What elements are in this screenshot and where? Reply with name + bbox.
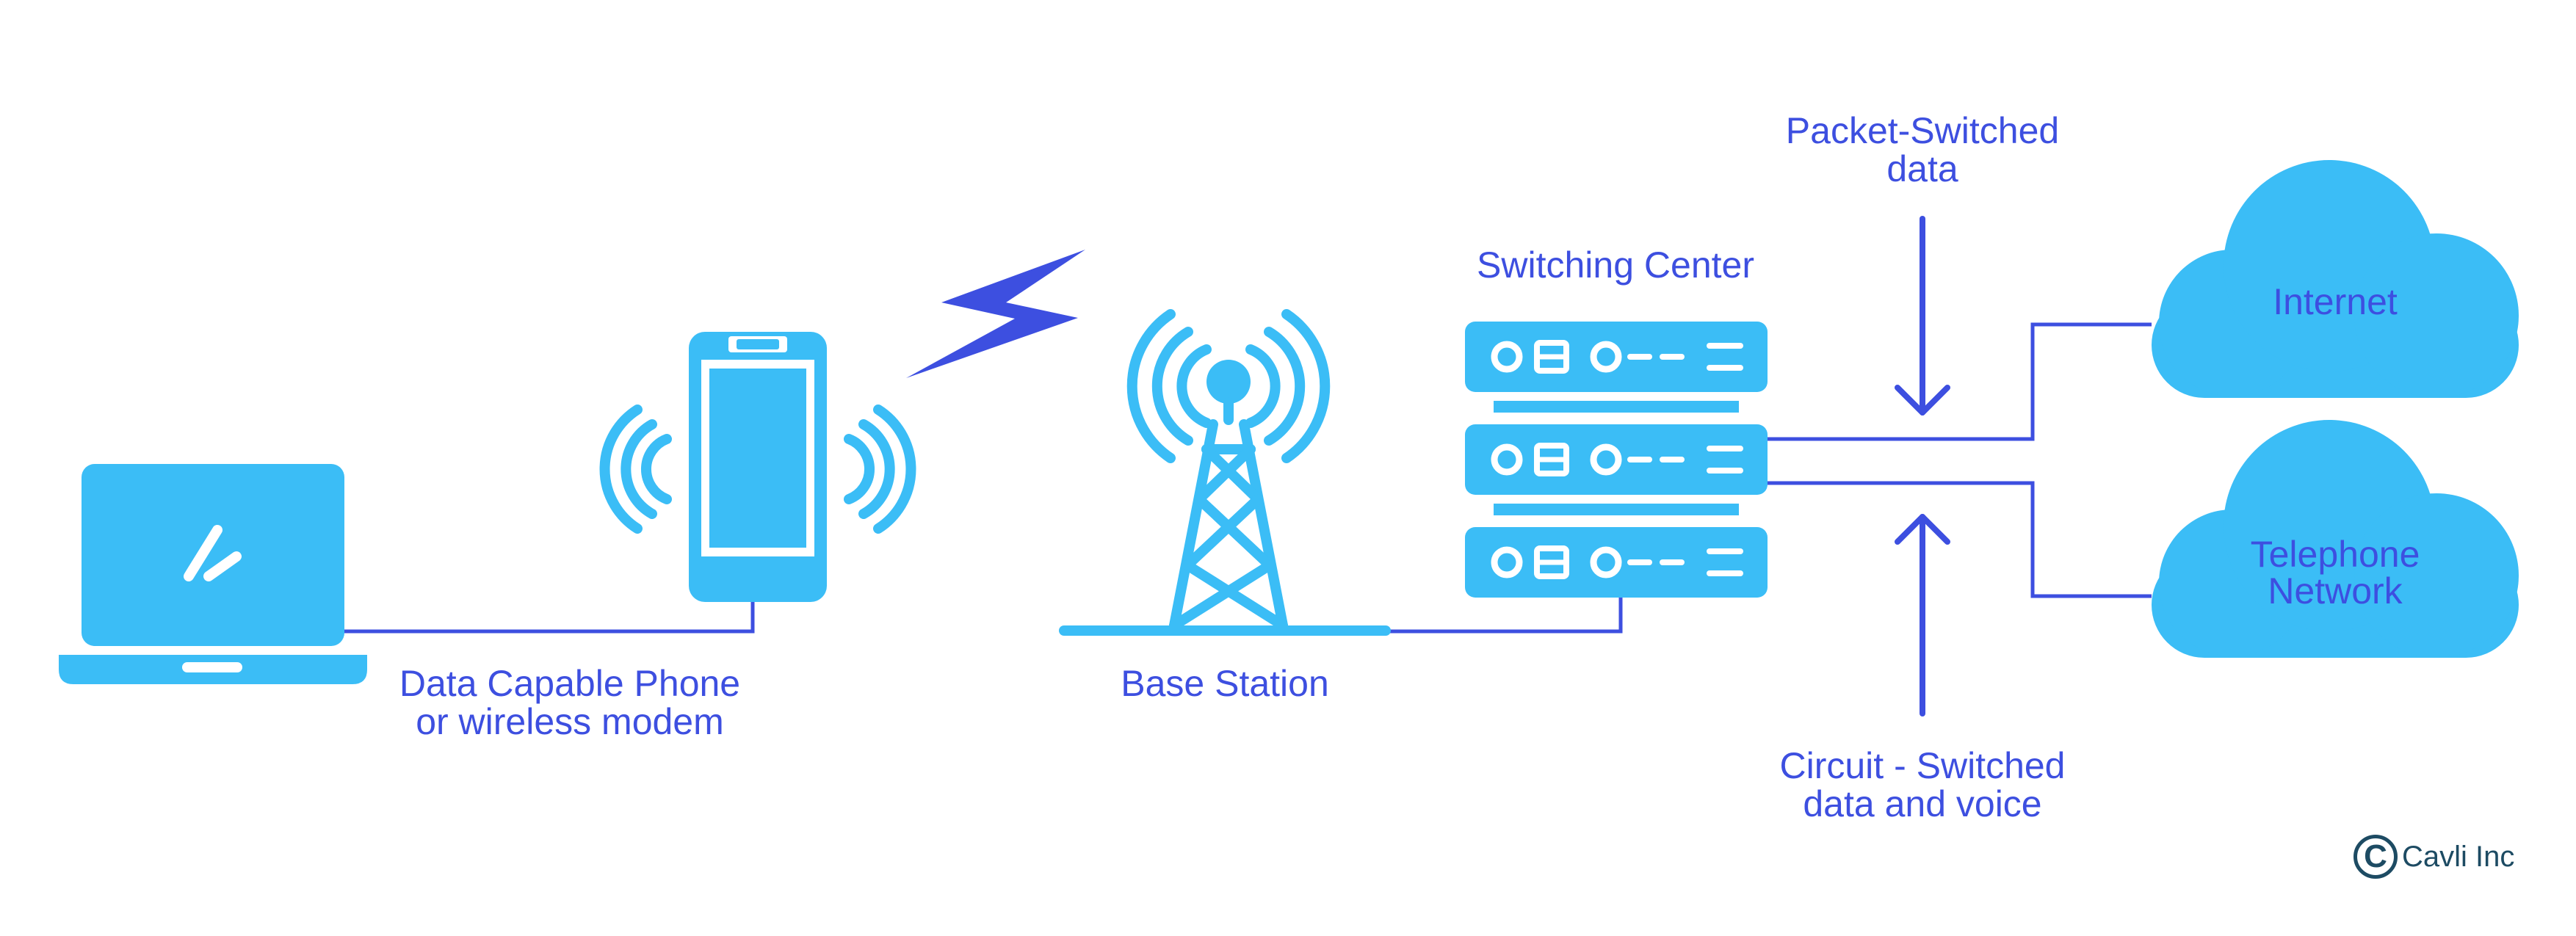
switch-telephone-connector <box>1766 481 2152 598</box>
tower-switch-connector <box>1388 596 1623 634</box>
server-unit-top <box>1465 322 1768 392</box>
connector-lines <box>344 322 2152 634</box>
packet-switched-line2: data <box>1886 148 1958 189</box>
switching-center-label: Switching Center <box>1477 244 1754 286</box>
server-unit-bottom <box>1465 527 1768 598</box>
circuit-switched-label: Circuit - Switched data and voice <box>1780 747 2066 823</box>
server-rack-icon <box>1465 322 1768 598</box>
lightning-bolt-icon <box>906 250 1085 378</box>
brand-watermark: C Cavli Inc <box>2354 835 2514 879</box>
vibrating-phone-icon <box>599 332 916 602</box>
arrow-down-icon <box>1895 216 1950 416</box>
circuit-switched-line1: Circuit - Switched <box>1779 745 2066 786</box>
telephone-cloud <box>2152 420 2519 658</box>
telephone-network-label-line1: Telephone <box>2251 534 2420 575</box>
radio-tower-icon <box>1059 309 1391 636</box>
internet-cloud <box>2152 160 2519 398</box>
base-station-label: Base Station <box>1121 663 1329 704</box>
server-unit-middle <box>1465 424 1768 495</box>
laptop-phone-connector <box>344 596 755 634</box>
brand-name: Cavli Inc <box>2402 840 2515 873</box>
phone-label-line1: Data Capable Phone <box>399 663 741 704</box>
internet-label: Internet <box>2273 281 2398 322</box>
switch-internet-connector <box>1766 322 2152 441</box>
telephone-network-label-line2: Network <box>2268 570 2403 612</box>
packet-switched-line1: Packet-Switched <box>1785 110 2060 151</box>
cloud-icon <box>2152 160 2519 658</box>
copyright-logo-icon: C <box>2354 835 2398 879</box>
phone-label-line2: or wireless modem <box>416 701 724 742</box>
laptop-icon <box>59 464 367 684</box>
circuit-switched-line2: data and voice <box>1803 783 2042 824</box>
arrow-up-icon <box>1895 514 1950 716</box>
phone-label: Data Capable Phone or wireless modem <box>399 664 740 741</box>
packet-switched-label: Packet-Switched data <box>1786 112 2059 188</box>
